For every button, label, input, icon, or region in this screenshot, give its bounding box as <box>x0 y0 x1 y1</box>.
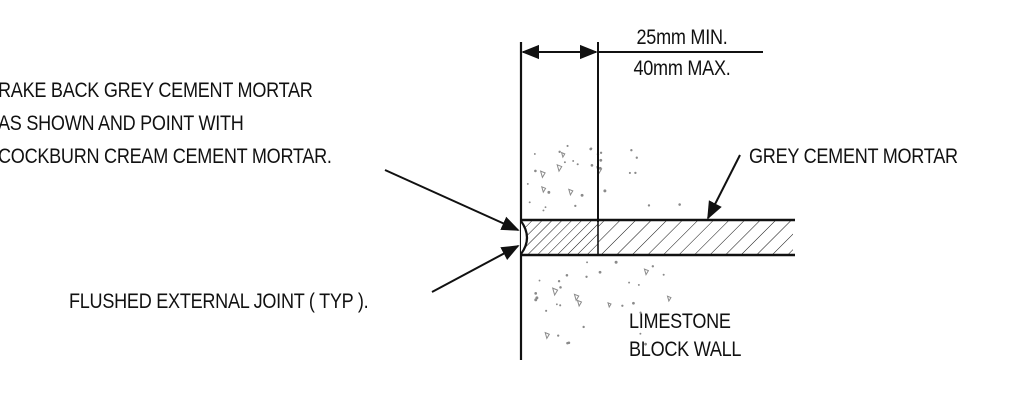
stipple-mark <box>563 161 566 164</box>
rake-back-note-line-1: RAKE BACK GREY CEMENT MORTAR <box>0 79 313 102</box>
stipple-mark <box>566 341 569 345</box>
stipple-mark <box>630 149 633 152</box>
stipple-mark <box>635 156 638 159</box>
stipple-mark <box>621 304 624 307</box>
stipple-mark <box>632 301 635 305</box>
stipple-mark <box>651 265 655 268</box>
stipple-mark <box>647 204 651 207</box>
stipple-mark <box>614 260 618 264</box>
stipple-mark <box>539 170 546 179</box>
limestone-label: LIMESTONE <box>629 310 731 333</box>
stipple-mark <box>568 188 574 197</box>
stipple-mark <box>574 204 577 208</box>
stipple-mark <box>582 325 585 329</box>
stipple-mark <box>643 268 650 276</box>
grey-mortar-label: GREY CEMENT MORTAR <box>749 145 958 168</box>
stipple-mark <box>599 151 603 154</box>
rake-back-note-line-3: COCKBURN CREAM CEMENT MORTAR. <box>0 145 332 168</box>
stipple-mark <box>585 275 588 278</box>
stipple-mark <box>551 287 559 297</box>
stipple-mark <box>573 293 580 302</box>
stipple-mark <box>586 261 589 264</box>
stipple-mark <box>599 158 603 162</box>
stipple-mark <box>607 301 612 309</box>
stipple-mark <box>580 193 584 197</box>
stipple-mark <box>557 280 561 283</box>
stipple-mark <box>541 185 547 194</box>
stipple-mark <box>544 206 547 209</box>
grey-mortar-bed <box>598 221 793 254</box>
stipple-mark <box>662 273 665 276</box>
stipple-mark <box>558 150 561 154</box>
stipple-mark <box>666 295 672 303</box>
stipple-mark <box>590 164 594 167</box>
dimension-max-label: 40mm MAX. <box>633 57 731 80</box>
stipple-mark <box>534 169 537 173</box>
stipple-mark <box>576 299 583 308</box>
stipple-mark <box>557 334 560 337</box>
stipple-mark <box>678 203 681 206</box>
stipple-mark <box>559 286 562 289</box>
stipple-mark <box>637 283 640 286</box>
pointing-mortar <box>521 221 598 254</box>
stipple-mark <box>566 144 569 148</box>
stipple-mark <box>576 163 579 166</box>
stipple-mark <box>639 332 642 335</box>
stipple-mark <box>598 166 602 170</box>
stipple-mark <box>644 342 647 346</box>
stipple-mark <box>544 331 551 340</box>
stipple-mark <box>639 311 642 314</box>
stipple-mark <box>565 273 569 277</box>
stipple-mark <box>559 304 562 307</box>
leader-rake-back <box>384 169 520 231</box>
stipple-mark <box>547 190 551 194</box>
stipple-mark <box>603 189 607 193</box>
stipple-mark <box>560 151 566 159</box>
rake-back-note-line-2: AS SHOWN AND POINT WITH <box>0 112 244 135</box>
stipple-mark <box>538 279 541 282</box>
stipple-mark <box>589 147 592 151</box>
stipple-mark <box>628 171 631 174</box>
stipple-mark <box>572 160 575 162</box>
stipple-mark <box>634 171 637 175</box>
stipple-mark <box>598 270 602 274</box>
stipple-mark <box>542 209 545 212</box>
stipple-mark <box>528 201 531 204</box>
stipple-mark <box>526 182 529 185</box>
stipple-mark <box>556 163 563 173</box>
leader-flushed-joint <box>431 245 520 293</box>
block-wall-label: BLOCK WALL <box>629 338 742 361</box>
stipple-mark <box>628 281 631 284</box>
concave-joint-profile <box>520 220 529 255</box>
stipple-mark <box>534 292 538 295</box>
flushed-joint-label: FLUSHED EXTERNAL JOINT ( TYP ). <box>69 290 369 313</box>
leader-grey-mortar <box>707 154 741 220</box>
stipple-mark <box>533 153 536 155</box>
stipple-mark <box>545 309 548 312</box>
stipple-mark <box>555 303 558 306</box>
dimension-min-label: 25mm MIN. <box>636 26 728 49</box>
stipple-mark <box>535 296 539 300</box>
limestone-stipple <box>526 144 681 346</box>
